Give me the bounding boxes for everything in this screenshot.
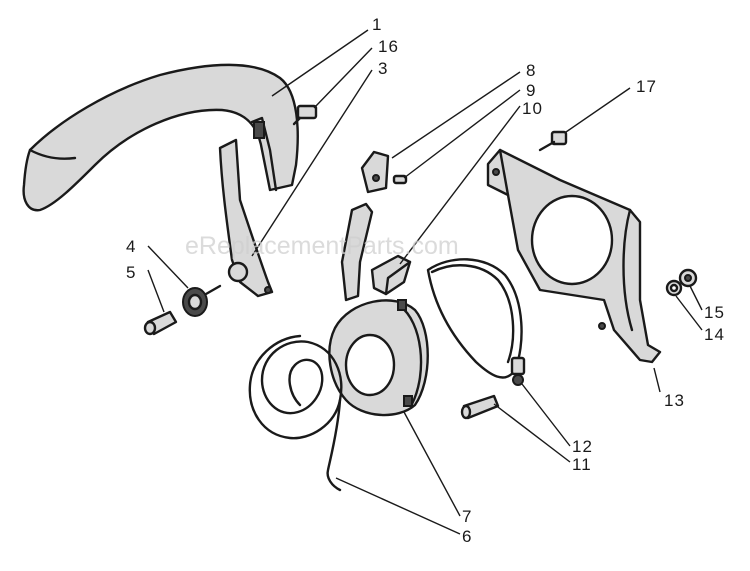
part-3-bracket [218,138,274,298]
part-1-guard [22,63,299,212]
callout-labels: 1 16 3 8 9 10 17 4 5 15 14 13 12 11 7 6 [126,15,725,546]
part-5-pin [143,310,178,336]
part-12-band [426,258,526,386]
part-9-pin [392,174,408,185]
callout-10: 10 [522,99,543,118]
part-15-nut [678,268,698,288]
callout-13: 13 [664,391,685,410]
part-4-nut [182,284,222,317]
callout-8: 8 [526,61,536,80]
part-14-washer [665,279,683,297]
callout-9: 9 [526,81,536,100]
leader-lines [147,29,703,535]
callout-7: 7 [462,507,472,526]
part-7-drum [328,299,429,417]
callout-15: 15 [704,303,725,322]
callout-6: 6 [462,527,472,546]
callout-17: 17 [636,77,657,96]
part-13-housing [486,148,662,364]
part-16-bolt [292,104,318,126]
callout-1: 1 [372,15,382,34]
callout-5: 5 [126,263,136,282]
callout-16: 16 [378,37,399,56]
part-lever-arm [340,202,374,302]
callout-4: 4 [126,237,136,256]
part-8-clip [360,150,390,194]
part-6-spring [248,334,343,492]
part-10-block [370,254,412,296]
part-17-bolt [538,130,568,152]
watermark: eReplacementParts.com [185,232,459,260]
callout-14: 14 [704,325,725,344]
callout-12: 12 [572,437,593,456]
callout-11: 11 [572,455,592,474]
callout-3: 3 [378,59,388,78]
part-11-pin [460,394,500,420]
